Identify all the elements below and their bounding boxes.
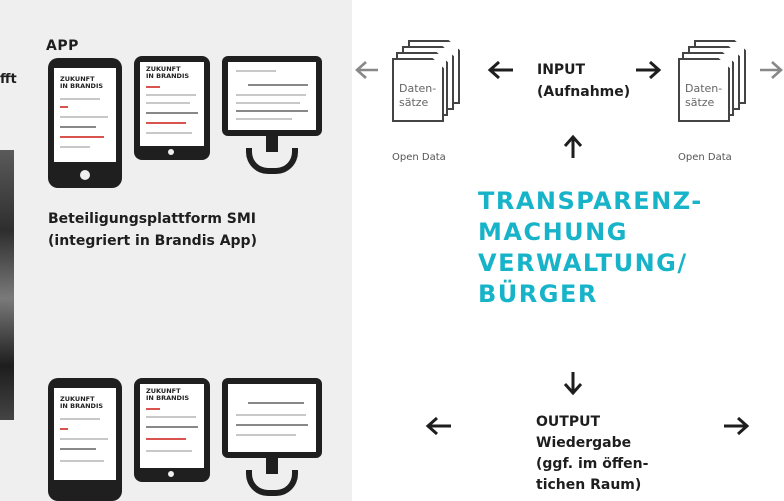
monitor-base — [246, 148, 298, 174]
monitor-screen — [228, 62, 316, 130]
monitor-stand — [266, 458, 278, 474]
output-label: OUTPUT Wiedergabe (ggf. im öffen- tichen… — [536, 414, 649, 493]
open-data-caption: Open Data — [392, 152, 446, 163]
open-data-caption: Open Data — [678, 152, 732, 163]
monitor-stand — [266, 136, 278, 152]
arrow-up-icon — [563, 134, 583, 158]
home-button — [168, 149, 174, 155]
home-button — [80, 170, 90, 180]
arrow-right-icon — [724, 416, 750, 436]
arrow-left-light-icon — [355, 61, 378, 79]
home-button — [168, 471, 174, 477]
monitor-base — [246, 470, 298, 496]
platform-caption: Beteiligungsplattform SMI (integriert in… — [48, 211, 257, 249]
arrow-left-icon — [425, 416, 451, 436]
arrow-right-light-icon — [760, 61, 783, 79]
cropped-text: fft — [0, 72, 17, 87]
dataset-label: Daten-sätze — [685, 82, 723, 109]
arrow-down-icon — [563, 372, 583, 396]
input-label: INPUT (Aufnahme) — [537, 62, 631, 100]
dataset-label: Daten-sätze — [399, 82, 437, 109]
app-label: APP — [46, 38, 79, 54]
dataset-stack-right: Daten-sätze Open Data — [678, 40, 750, 163]
dataset-stack-left: Daten-sätze Open Data — [392, 40, 464, 163]
monitor-device — [222, 378, 322, 458]
arrow-right-icon — [636, 60, 662, 80]
main-title: TRANSPARENZ- MACHUNG VERWALTUNG/ BÜRGER — [478, 187, 703, 308]
monitor-device — [222, 56, 322, 136]
cropped-photo — [0, 150, 14, 420]
arrow-left-icon — [487, 60, 513, 80]
monitor-screen — [228, 384, 316, 452]
